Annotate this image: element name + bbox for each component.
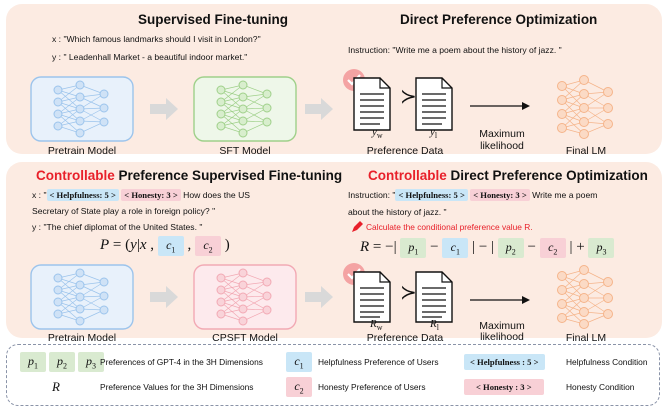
cpsft-formula: P = (y|x , c1 , c2 )	[100, 236, 230, 257]
arrow-right-icon	[470, 296, 530, 304]
cpsft-title: Controllable Preference Supervised Fine-…	[36, 168, 343, 183]
r-formula: R = −| p1 − c1 | − | p2 − c2 | + p3	[360, 238, 615, 259]
sft-model-network	[193, 76, 297, 142]
p3-box: p3	[588, 238, 615, 259]
max-likelihood-line1: Maximum	[479, 128, 525, 140]
legend-r: R	[52, 379, 60, 394]
calc-note: Calculate the conditional preference val…	[366, 222, 533, 232]
preference-data-label: Preference Data	[366, 145, 444, 157]
legend	[6, 344, 660, 406]
p2-box: p2	[497, 238, 524, 259]
yw-label: yw	[372, 126, 383, 141]
pretrain-model-label-2: Pretrain Model	[47, 332, 117, 344]
cpsft-model-label: CPSFT Model	[212, 332, 278, 344]
pretrain-model-network	[30, 76, 134, 142]
rw-label: Rw	[370, 318, 383, 333]
c1-box: c1	[157, 236, 184, 257]
losing-response-document-icon	[415, 271, 453, 323]
cdpo-instruction: Instruction: "< Helpfulness: 5 > < Hones…	[348, 189, 598, 201]
final-lm-network	[557, 265, 613, 329]
c2-box: c2	[195, 236, 221, 257]
legend-c1-box: c1	[286, 352, 312, 373]
rl-label: Rl	[430, 318, 439, 333]
legend-honest-desc: Honesty Condition	[566, 382, 635, 392]
sft-y-example: y : " Leadenhall Market - a beautiful in…	[52, 52, 248, 62]
preference-data-label-2: Preference Data	[366, 332, 444, 344]
max-likelihood-line1-2: Maximum	[479, 320, 525, 332]
max-likelihood-line2-2: likelihood	[480, 331, 524, 343]
legend-help-desc: Helpfulness Condition	[566, 357, 648, 367]
final-lm-network	[557, 75, 613, 139]
c1-box: c1	[442, 238, 469, 259]
pretrain-model-network	[30, 264, 134, 330]
legend-c1-desc: Helpfulness Preference of Users	[318, 357, 439, 367]
cpsft-model-network	[193, 264, 297, 330]
final-lm-label-2: Final LM	[565, 332, 607, 344]
arrow-right-icon	[150, 286, 178, 308]
cpsft-y-example: y : "The chief diplomat of the United St…	[32, 222, 203, 232]
arrow-right-icon	[470, 102, 530, 110]
yl-label: yl	[430, 126, 438, 141]
arrow-right-icon	[305, 286, 333, 308]
winning-response-document-icon	[343, 69, 391, 131]
succeeds-symbol: ≻	[400, 86, 417, 108]
c2-box: c2	[539, 238, 566, 259]
losing-response-document-icon	[415, 77, 453, 131]
neural-net-icon	[57, 84, 105, 134]
legend-help-tag: < Helpfulness : 5 >	[464, 354, 545, 370]
legend-c2-desc: Honesty Preference of Users	[318, 382, 426, 392]
p1-box: p1	[400, 238, 427, 259]
legend-p-boxes: p1 p2 p3	[20, 352, 104, 373]
final-lm-label: Final LM	[565, 145, 607, 157]
legend-p-desc: Preferences of GPT-4 in the 3H Dimension…	[100, 357, 263, 367]
cdpo-title: Controllable Direct Preference Optimizat…	[368, 168, 648, 183]
arrow-right-icon	[305, 98, 333, 120]
sft-title: Supervised Fine-tuning	[138, 12, 289, 27]
winning-response-document-icon	[343, 263, 391, 323]
helpfulness-tag: < Helpfulness: 5 >	[46, 189, 119, 201]
max-likelihood-line2: likelihood	[480, 140, 524, 152]
sft-model-label: SFT Model	[219, 145, 271, 157]
pretrain-model-label: Pretrain Model	[47, 145, 117, 157]
legend-r-desc: Preference Values for the 3H Dimensions	[100, 382, 254, 392]
sft-x-example: x : "Which famous landmarks should I vis…	[52, 34, 261, 44]
cpsft-x-example: x : "< Helpfulness: 5 > < Honesty: 3 > H…	[32, 189, 251, 201]
arrow-right-icon	[150, 98, 178, 120]
honesty-tag: < Honesty: 3 >	[470, 189, 530, 201]
helpfulness-tag: < Helpfulness: 5 >	[395, 189, 468, 201]
dpo-instruction: Instruction: "Write me a poem about the …	[348, 45, 562, 55]
legend-c2-box: c2	[286, 377, 312, 398]
dpo-title: Direct Preference Optimization	[400, 12, 598, 27]
pen-icon	[352, 221, 363, 232]
succeeds-symbol: ≻	[400, 282, 417, 304]
legend-honest-tag: < Honesty : 3 >	[464, 379, 544, 395]
cdpo-instruction-line2: about the history of jazz. "	[348, 207, 447, 217]
honesty-tag: < Honesty: 3 >	[121, 189, 181, 201]
cpsft-x-line2: Secretary of State play a role in foreig…	[32, 206, 216, 216]
